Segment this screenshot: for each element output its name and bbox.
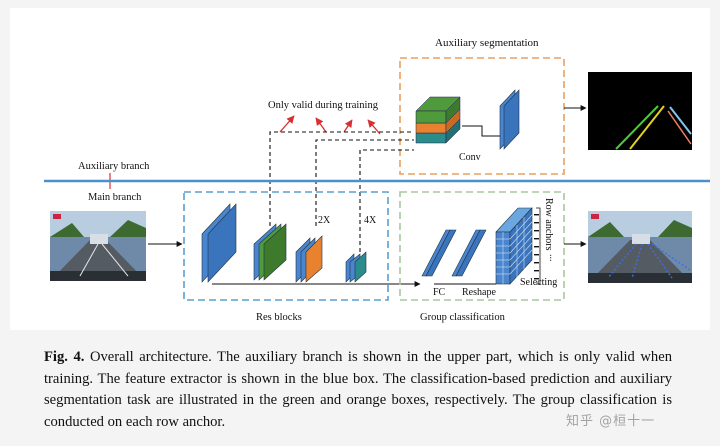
watermark: 知乎 @桓十一: [566, 414, 656, 429]
architecture-diagram: Auxiliary segmentation Conv Only valid d…: [44, 37, 710, 323]
fc-block: [421, 229, 457, 277]
conv-label: Conv: [459, 152, 481, 163]
red-arrow-4: [367, 119, 381, 135]
aux-segmentation-label: Auxiliary segmentation: [435, 37, 539, 49]
res-block-2: [253, 223, 287, 281]
row-anchor-grid: [495, 207, 533, 285]
fc-label: FC: [433, 287, 446, 298]
group-classification-label: Group classification: [420, 312, 506, 323]
conv-output-block: [499, 89, 520, 150]
res-blocks-box: [183, 191, 389, 301]
red-arrow-3: [343, 119, 353, 133]
caption-fig-label: Fig. 4.: [44, 349, 85, 365]
group-classification-box: [399, 191, 565, 301]
row-anchor-ticks: [534, 214, 539, 280]
red-arrow-2: [315, 117, 327, 133]
main-branch-label: Main branch: [88, 192, 142, 203]
multiplier-2x: 2X: [318, 215, 331, 226]
res-block-3: [295, 235, 323, 283]
output-road-image: [588, 211, 692, 283]
aux-segmentation-box: [399, 57, 565, 175]
row-anchors-dots: ...: [547, 254, 558, 262]
caption-text: Overall architecture. The auxiliary bran…: [44, 349, 672, 430]
input-road-image: [50, 211, 146, 281]
conv-arrow: [462, 125, 500, 137]
only-valid-label: Only valid during training: [268, 100, 379, 111]
row-anchors-bracket: [536, 207, 541, 285]
row-anchors-label: Row anchors: [543, 198, 554, 251]
multiplier-4x: 4X: [364, 215, 377, 226]
segmentation-output-image: [588, 72, 692, 150]
reshape-block: [451, 229, 487, 277]
aux-branch-label: Auxiliary branch: [78, 161, 150, 172]
res-block-1: [201, 203, 237, 283]
figure-caption: Fig. 4. Overall architecture. The auxili…: [44, 347, 672, 433]
selecting-label: Selecting: [520, 277, 557, 288]
aux-dashed-connectors: [269, 131, 414, 252]
red-arrow-1: [279, 115, 295, 133]
architecture-figure: Auxiliary segmentation Conv Only valid d…: [10, 8, 710, 330]
res-blocks-label: Res blocks: [256, 312, 302, 323]
res-block-4: [345, 251, 367, 283]
aux-concat-feature-block: [415, 96, 461, 144]
reshape-label: Reshape: [462, 287, 496, 298]
